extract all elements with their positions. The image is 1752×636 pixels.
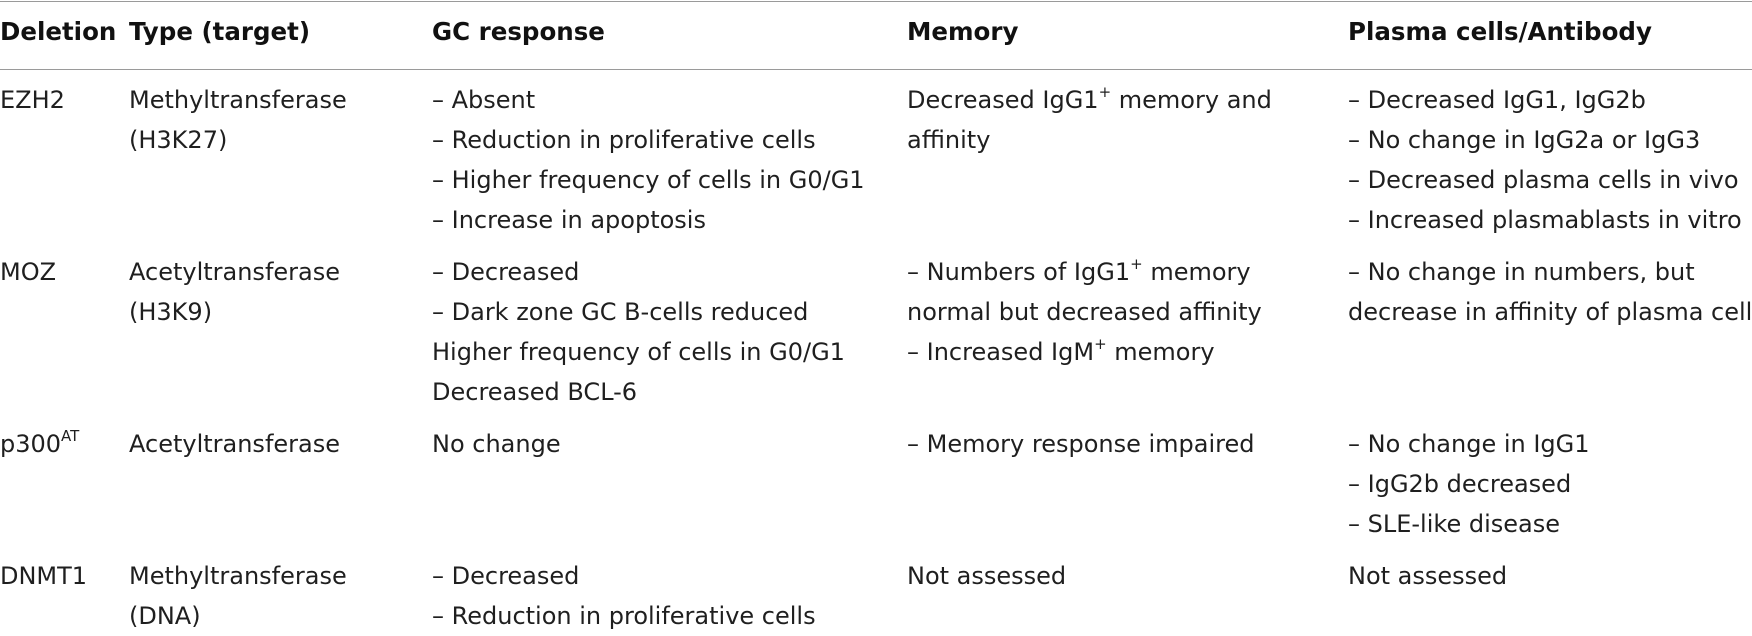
memory-line: Not assessed	[907, 562, 1067, 590]
table-row-deletion: p300AT	[0, 424, 79, 464]
table-row-memory: Not assessed	[907, 556, 1066, 596]
plasma-line: – No change in IgG2a or IgG3	[1348, 126, 1701, 154]
table-row-gc-response: – Decreased – Dark zone GC B-cells reduc…	[432, 252, 845, 412]
plasma-line: – SLE-like disease	[1348, 510, 1560, 538]
type-line: Methyltransferase	[129, 86, 347, 114]
plasma-line: – No change in numbers, but	[1348, 258, 1695, 286]
type-line: Methyltransferase	[129, 562, 347, 590]
header-type-target: Type (target)	[129, 17, 311, 46]
plasma-line: – Increased plasmablasts in vitro	[1348, 206, 1742, 234]
gc-line: – Absent	[432, 86, 536, 114]
memory-line: Decreased IgG1+ memory and	[907, 83, 1272, 115]
gc-line: Decreased BCL-6	[432, 378, 638, 406]
plasma-line: Not assessed	[1348, 562, 1508, 590]
type-line: Acetyltransferase	[129, 258, 340, 286]
type-line: (H3K9)	[129, 298, 213, 326]
table-row-deletion: MOZ	[0, 252, 56, 292]
table-row-deletion: EZH2	[0, 80, 65, 120]
gc-line: Higher frequency of cells in G0/G1	[432, 338, 845, 366]
table-row-type: Methyltransferase (DNA)	[129, 556, 347, 636]
deletion-text: EZH2	[0, 86, 65, 114]
table-row-gc-response: – Absent – Reduction in proliferative ce…	[432, 80, 865, 240]
table-row-deletion: DNMT1	[0, 556, 87, 596]
gc-line: – Reduction in proliferative cells	[432, 602, 816, 630]
memory-line: – Numbers of IgG1+ memory	[907, 255, 1251, 287]
type-line: Acetyltransferase	[129, 430, 340, 458]
header-rule	[0, 69, 1752, 70]
memory-line: normal but decreased affinity	[907, 298, 1262, 326]
plasma-line: – Decreased plasma cells in vivo	[1348, 166, 1739, 194]
table-row-plasma: Not assessed	[1348, 556, 1507, 596]
plasma-line: – No change in IgG1	[1348, 430, 1590, 458]
table-row-type: Acetyltransferase	[129, 424, 340, 464]
table-row-memory: – Numbers of IgG1+ memory normal but dec…	[907, 252, 1262, 372]
gc-line: – Increase in apoptosis	[432, 206, 706, 234]
table-row-type: Acetyltransferase (H3K9)	[129, 252, 340, 332]
table-row-gc-response: No change	[432, 424, 561, 464]
header-gc-response: GC response	[432, 17, 605, 46]
memory-line: – Memory response impaired	[907, 430, 1255, 458]
table-row-memory: Decreased IgG1+ memory and affinity	[907, 80, 1272, 160]
table-row-plasma: – No change in IgG1 – IgG2b decreased – …	[1348, 424, 1590, 544]
header-memory: Memory	[907, 17, 1019, 46]
gc-line: – Dark zone GC B-cells reduced	[432, 298, 809, 326]
gc-line: – Decreased	[432, 258, 580, 286]
type-line: (DNA)	[129, 602, 201, 630]
gc-line: – Reduction in proliferative cells	[432, 126, 816, 154]
table-row-memory: – Memory response impaired	[907, 424, 1255, 464]
deletion-text: p300AT	[0, 427, 80, 459]
plasma-line: decrease in affinity of plasma cells	[1348, 298, 1752, 326]
memory-line: affinity	[907, 126, 991, 154]
header-deletion: Deletion	[0, 17, 117, 46]
deletion-text: MOZ	[0, 258, 57, 286]
table-top-rule	[0, 1, 1752, 2]
deletion-text: DNMT1	[0, 562, 88, 590]
memory-line: – Increased IgM+ memory	[907, 335, 1215, 367]
table-row-gc-response: – Decreased – Reduction in proliferative…	[432, 556, 816, 636]
table-row-plasma: – No change in numbers, but decrease in …	[1348, 252, 1752, 332]
table-row-plasma: – Decreased IgG1, IgG2b – No change in I…	[1348, 80, 1742, 240]
plasma-line: – Decreased IgG1, IgG2b	[1348, 86, 1646, 114]
table-row-type: Methyltransferase (H3K27)	[129, 80, 347, 160]
gc-line: – Decreased	[432, 562, 580, 590]
type-line: (H3K27)	[129, 126, 228, 154]
gc-line: No change	[432, 430, 561, 458]
header-plasma-cells-antibody: Plasma cells/Antibody	[1348, 17, 1652, 46]
plasma-line: – IgG2b decreased	[1348, 470, 1572, 498]
gc-line: – Higher frequency of cells in G0/G1	[432, 166, 865, 194]
